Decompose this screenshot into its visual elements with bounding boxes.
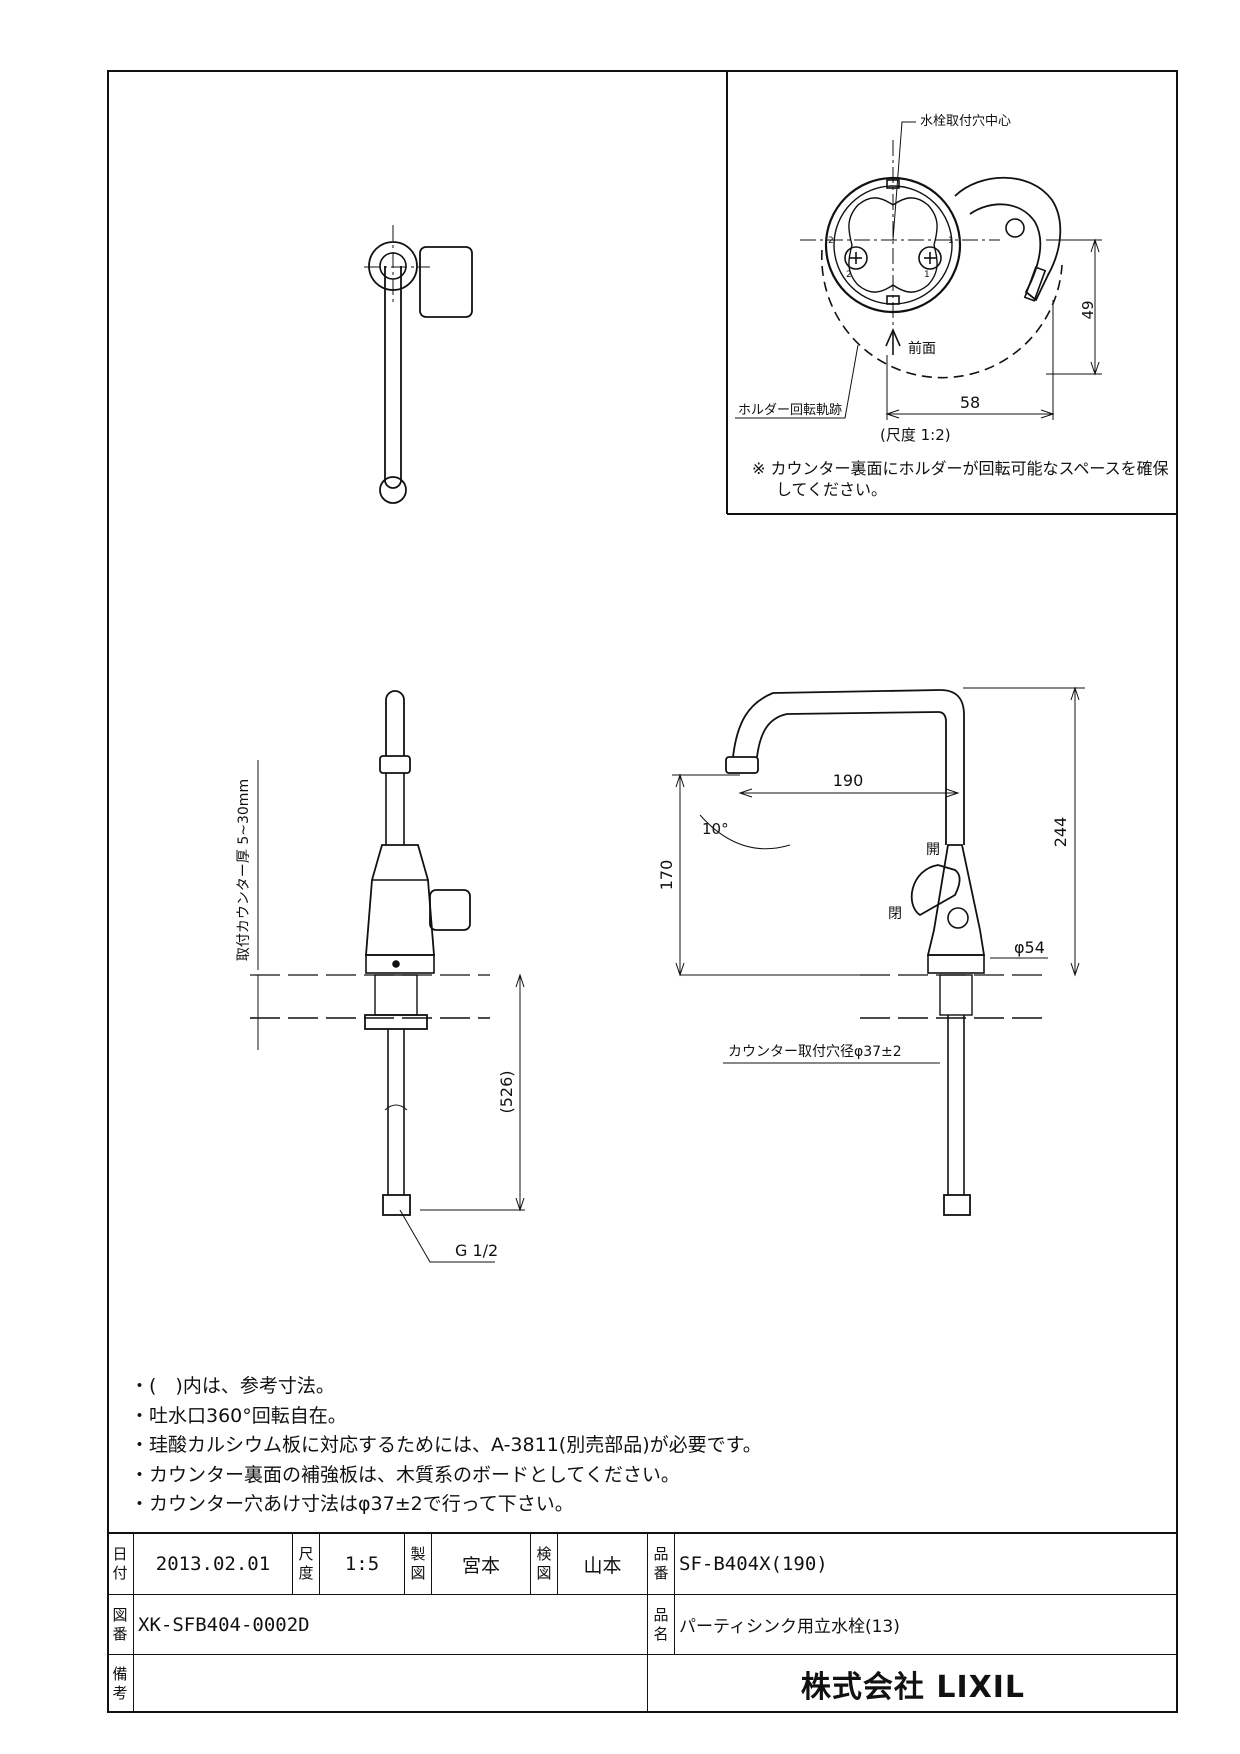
product-no-label: 品番 [648,1534,675,1595]
screw-icon [844,246,868,270]
holder-arm [954,176,1062,302]
detail-note-2: してください。 [776,480,887,499]
note-item: ・( )内は、参考寸法。 [130,1375,335,1397]
aerator [725,756,759,774]
hole-mark: 1 [924,270,930,280]
handle-top [419,246,473,318]
date-value: 2013.02.01 [134,1534,293,1595]
note-item: ・吐水口360°回転自在。 [130,1404,347,1427]
company-logo: 株式会社 LIXIL [800,1670,1026,1705]
top-view [364,225,473,504]
holder-pivot-icon [1005,218,1025,238]
holder-trajectory [820,249,1063,379]
detail-note-1: ※ カウンター裏面にホルダーが回転可能なスペースを確保 [752,459,1169,478]
title-block: 日付 2013.02.01 尺度 1:5 製図 宮本 検図 山本 品番 SF-B… [107,1532,1178,1713]
mount-plate [848,197,938,293]
dim-244: 244 [1051,817,1070,848]
product-name: パーティシンク用立水栓(13) [675,1595,1178,1655]
remarks-label: 備考 [107,1655,134,1713]
thread-label: G 1/2 [455,1241,498,1260]
counter-thickness-label: 取付カウンター厚 5~30mm [236,779,252,961]
dim-49: 49 [1079,300,1097,319]
date-label: 日付 [107,1534,134,1595]
front-arrow-icon [885,328,901,347]
lever-handle [910,864,961,917]
side-body [926,844,986,956]
mount-outer-ring [824,176,962,314]
side-view [672,686,1085,1216]
dim-190: 190 [833,771,864,790]
holder-label: ホルダー回転軌跡 [738,402,842,418]
drawing-no: XK-SFB404-0002D [134,1595,648,1655]
drawing-frame [107,70,1178,1713]
dim-526: (526) [497,1070,516,1113]
screw-icon [918,246,942,270]
dim-170: 170 [657,860,676,891]
dia-label: φ54 [1014,938,1045,957]
scale-label: (尺度 1:2) [880,426,951,444]
drawing-no-label: 図番 [107,1595,134,1655]
hole-mark: 2 [828,236,834,246]
note-item: ・珪酸カルシウム板に対応するためには、A-3811(別売部品)が必要です。 [130,1434,762,1456]
faucet-body [365,844,435,956]
front-view [250,690,525,1263]
dim-58: 58 [960,393,980,412]
drawn-label: 製図 [405,1534,432,1595]
front-label: 前面 [908,340,936,357]
detail-view [726,70,1178,515]
close-label: 閉 [888,906,902,922]
hole-label: カウンター取付穴径φ37±2 [728,1044,902,1060]
product-no: SF-B404X(190) [675,1534,1178,1595]
note-item: ・カウンター穴あけ寸法はφ37±2で行って下さい。 [130,1493,574,1515]
checked-by: 山本 [558,1534,648,1595]
open-label: 開 [926,842,940,858]
check-label: 検図 [531,1534,558,1595]
angle-label: 10° [702,820,729,838]
scale-value: 1:5 [320,1534,405,1595]
scale-label: 尺度 [293,1534,320,1595]
note-item: ・カウンター裏面の補強板は、木質系のボードとしてください。 [130,1463,680,1486]
remarks-value [134,1655,648,1713]
drawn-by: 宮本 [432,1534,531,1595]
hole-mark: 1 [948,236,954,246]
handle-side [429,889,471,931]
hole-mark: 2 [846,270,852,280]
notes-list: ・( )内は、参考寸法。 ・吐水口360°回転自在。 ・珪酸カルシウム板に対応す… [130,1372,762,1520]
center-label: 水栓取付穴中心 [920,114,1011,129]
product-name-label: 品名 [648,1595,675,1655]
